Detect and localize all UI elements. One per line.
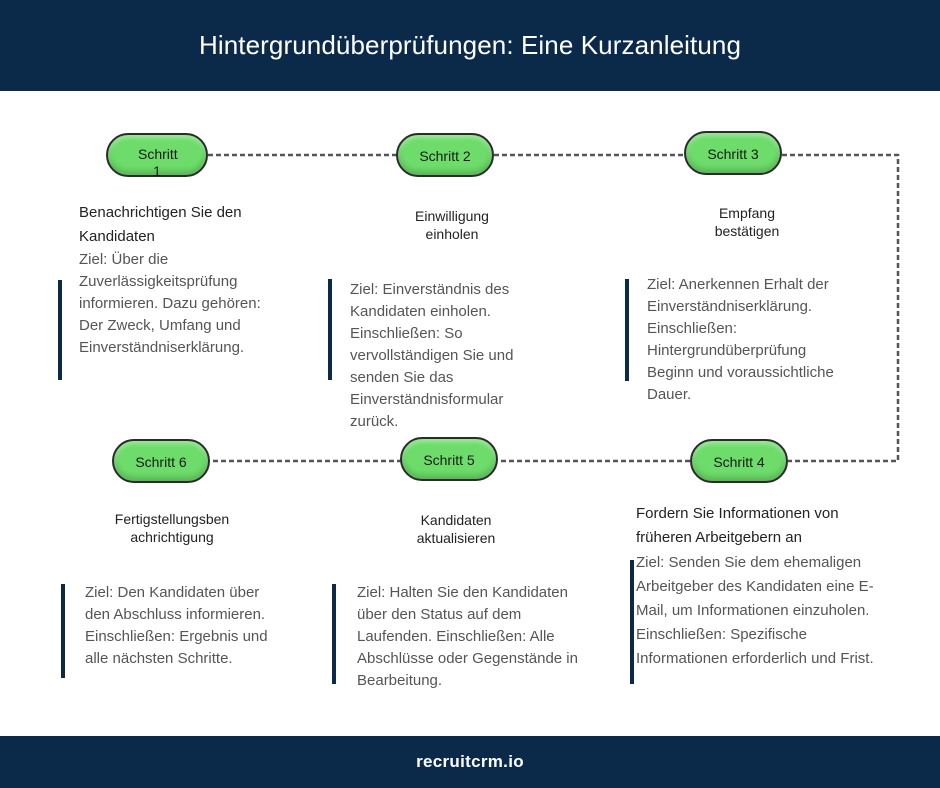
step-6-label: Schritt 6 [135, 454, 187, 470]
step-3-heading: Empfang bestätigen [714, 205, 780, 239]
step-1-accent-bar [58, 280, 62, 380]
step-5-label: Schritt 5 [423, 452, 475, 468]
step-3-description: Ziel: Anerkennen Erhalt der Einverständn… [647, 276, 834, 403]
step-5-heading: Kandidaten aktualisieren [416, 512, 496, 546]
step-6-pill: Schritt 6 [112, 439, 210, 483]
step-3-accent-bar [625, 279, 629, 381]
step-3-label: Schritt 3 [707, 146, 759, 162]
step-2-description: Ziel: Einverständnis des Kandidaten einh… [350, 281, 514, 430]
step-6-accent-bar [61, 584, 65, 678]
step-6-description: Ziel: Den Kandidaten über den Abschluss … [85, 584, 268, 667]
step-1-heading: Benachrichtigen Sie den Kandidaten [79, 204, 242, 245]
step-2-heading: Einwilligung einholen [415, 208, 489, 242]
step-2-label: Schritt 2 [419, 148, 471, 164]
step-4-heading: Fordern Sie Informationen von früheren A… [636, 505, 839, 546]
step-4-accent-bar [630, 560, 634, 684]
header-banner: Hintergrundüberprüfungen: Eine Kurzanlei… [0, 0, 940, 91]
step-4-label: Schritt 4 [713, 454, 765, 470]
step-2-accent-bar [328, 279, 332, 380]
step-1-description: Ziel: Über die Zuverlässigkeitsprüfung i… [79, 251, 261, 356]
step-1-label: Schritt 1 [138, 146, 178, 179]
brand-footer: recruitcrm.io [416, 752, 524, 771]
step-5-accent-bar [332, 584, 336, 684]
step-4-description: Ziel: Senden Sie dem ehemaligen Arbeitge… [636, 554, 874, 667]
step-4-pill: Schritt 4 [690, 439, 788, 483]
step-2-pill: Schritt 2 [396, 133, 494, 177]
page-title: Hintergrundüberprüfungen: Eine Kurzanlei… [198, 30, 742, 60]
footer-banner: recruitcrm.io [0, 736, 940, 788]
step-3-pill: Schritt 3 [684, 131, 782, 175]
step-6-heading: Fertigstellungsbenachrichtigung [114, 511, 230, 545]
step-1-pill: Schritt 1 [106, 133, 208, 179]
connector-3-4 [782, 153, 900, 463]
step-5-description: Ziel: Halten Sie den Kandidaten über den… [357, 584, 578, 689]
step-5-pill: Schritt 5 [400, 437, 498, 481]
